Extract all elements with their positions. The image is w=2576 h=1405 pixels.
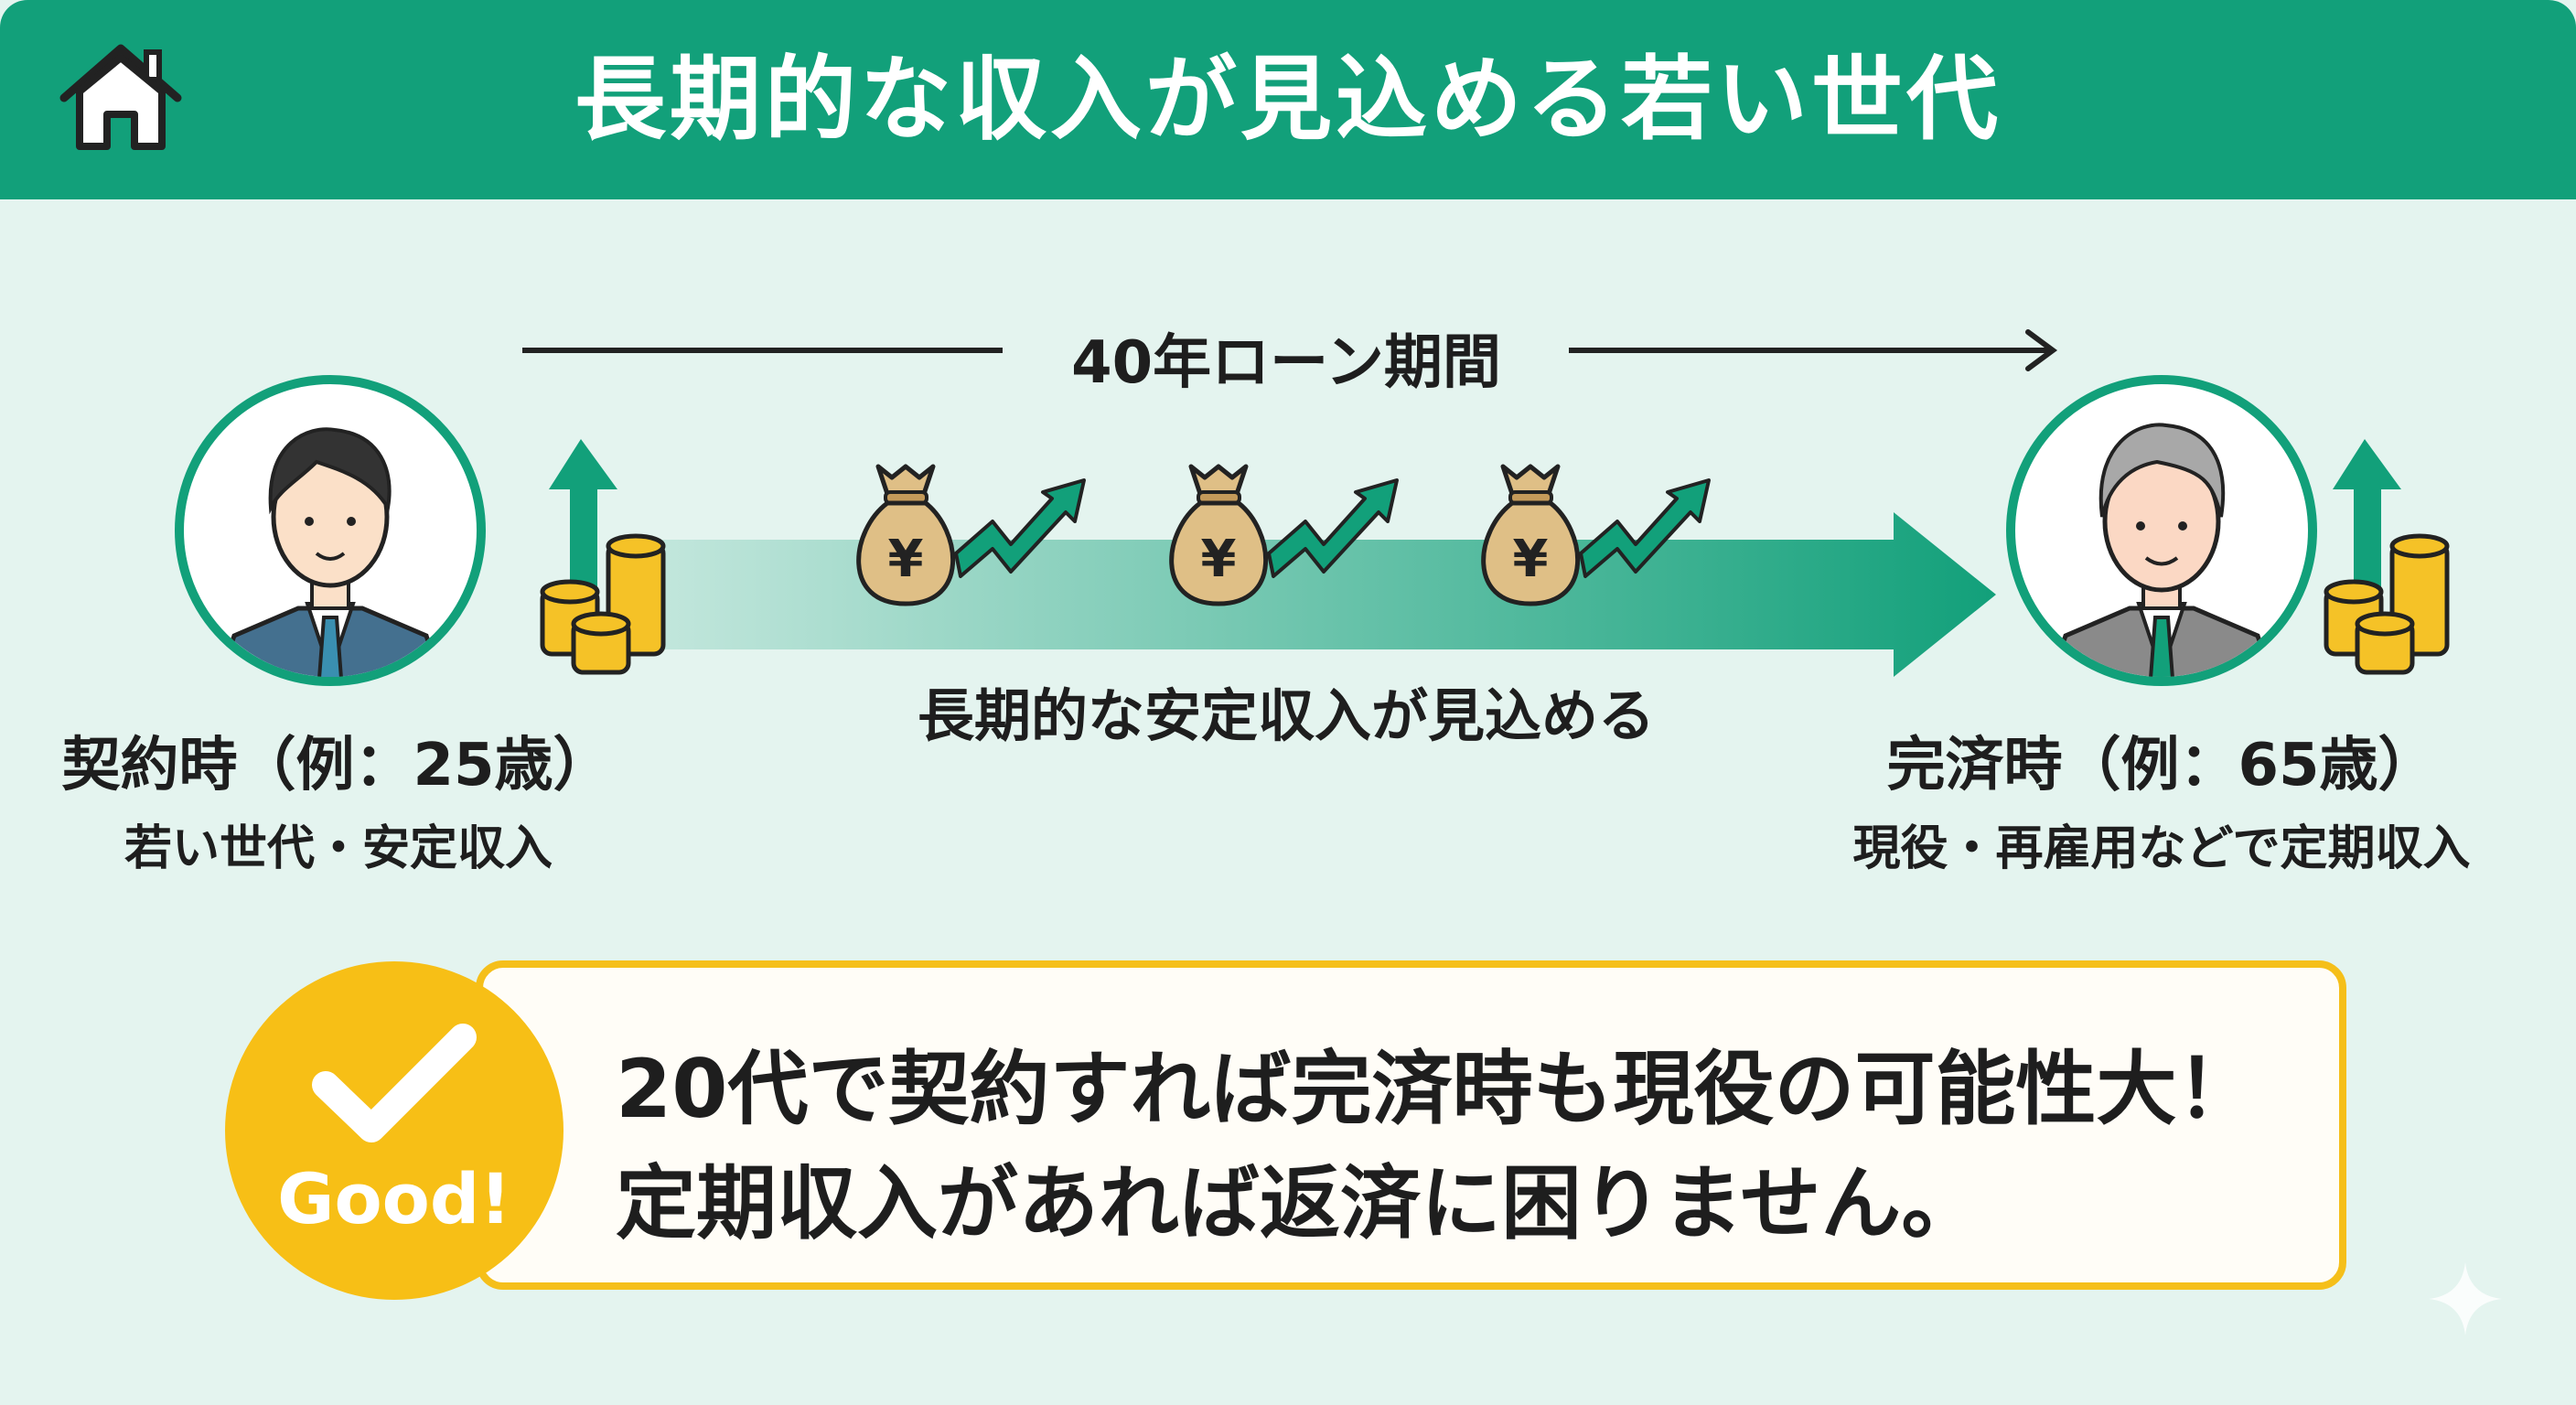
money-bag-icon [842, 457, 1116, 613]
callout-line-1: 20代で契約すれば完済時も現役の可能性大！ [616, 1042, 2258, 1136]
timeline-arrow [1569, 329, 2058, 371]
end-subtitle: 現役・再雇用などで定期収入 [1852, 821, 2471, 876]
good-label: Good! [277, 1158, 511, 1239]
senior-person-avatar [2006, 375, 2317, 686]
loan-period-label: 40年ローン期間 [1071, 329, 1501, 397]
young-person-avatar [175, 375, 486, 686]
home-icon [59, 44, 182, 150]
end-title: 完済時（例：65歳） [1886, 732, 2437, 799]
callout-line-2: 定期収入があれば返済に困りません。 [616, 1156, 1982, 1250]
callout-box [476, 960, 2346, 1290]
page-title: 長期的な収入が見込める若い世代 [574, 46, 2002, 153]
start-subtitle: 若い世代・安定収入 [123, 821, 553, 876]
timeline-line-left [522, 348, 1003, 353]
good-badge: Good! [225, 961, 564, 1300]
income-caption: 長期的な安定収入が見込める [917, 682, 1656, 749]
coins-growth-icon [2319, 439, 2456, 681]
money-bag-icon [1466, 457, 1741, 613]
header-bar [0, 0, 2576, 199]
coins-growth-icon [535, 439, 672, 681]
start-title: 契約時（例：25歳） [61, 732, 612, 799]
sparkle-icon [2429, 1262, 2502, 1335]
checkmark-icon [312, 1024, 477, 1142]
money-bag-icon [1154, 457, 1429, 613]
